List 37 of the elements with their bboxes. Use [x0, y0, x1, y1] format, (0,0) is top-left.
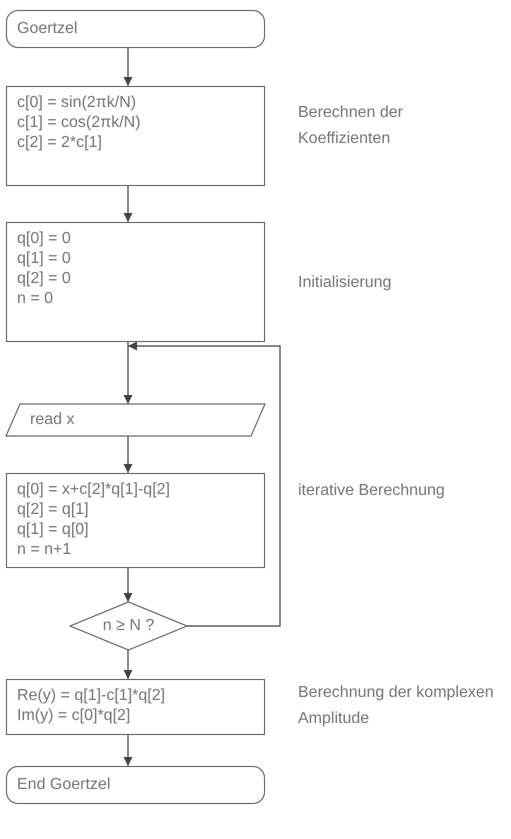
code-line: Im(y) = c[0]*q[2] — [17, 706, 132, 726]
step-caption: Initialisierung — [298, 273, 392, 293]
arrow — [124, 48, 132, 86]
input-parallelogram — [6, 404, 265, 436]
code-line: n = n+1 — [17, 540, 72, 560]
code-line: q[0] = 0 — [17, 229, 72, 249]
arrow — [124, 436, 132, 473]
process-box — [6, 679, 265, 735]
code-line: c[1] = cos(2πk/N) — [17, 113, 142, 133]
code-line: Goertzel — [17, 19, 78, 39]
process-box — [6, 222, 265, 342]
step-caption: Berechnen der Koeffizienten — [298, 103, 404, 149]
code-line: q[2] = q[1] — [17, 500, 90, 520]
arrow — [124, 568, 132, 602]
terminal-box — [6, 10, 265, 48]
arrow — [128, 342, 281, 627]
decision-diamond — [70, 602, 187, 650]
arrow — [124, 735, 132, 766]
step-caption: Berechnung der komplexen Amplitude — [298, 683, 495, 729]
process-box — [6, 86, 265, 186]
arrow — [124, 650, 132, 679]
code-line: End Goertzel — [17, 775, 110, 795]
code-line: c[0] = sin(2πk/N) — [17, 93, 138, 113]
code-line: q[0] = x+c[2]*q[1]-q[2] — [17, 480, 171, 500]
code-line: read x — [30, 410, 74, 430]
terminal-box — [6, 766, 265, 804]
code-line: q[2] = 0 — [17, 269, 72, 289]
code-line: Re(y) = q[1]-c[1]*q[2] — [17, 686, 166, 706]
step-caption: iterative Berechnung — [298, 481, 446, 501]
code-line: n = 0 — [17, 289, 54, 309]
code-line: q[1] = 0 — [17, 249, 72, 269]
code-line: c[2] = 2*c[1] — [17, 133, 103, 153]
arrow — [124, 186, 132, 222]
arrow — [124, 342, 132, 404]
code-line: q[1] = q[0] — [17, 520, 90, 540]
process-box — [6, 473, 265, 568]
code-line: n ≥ N ? — [102, 616, 154, 636]
